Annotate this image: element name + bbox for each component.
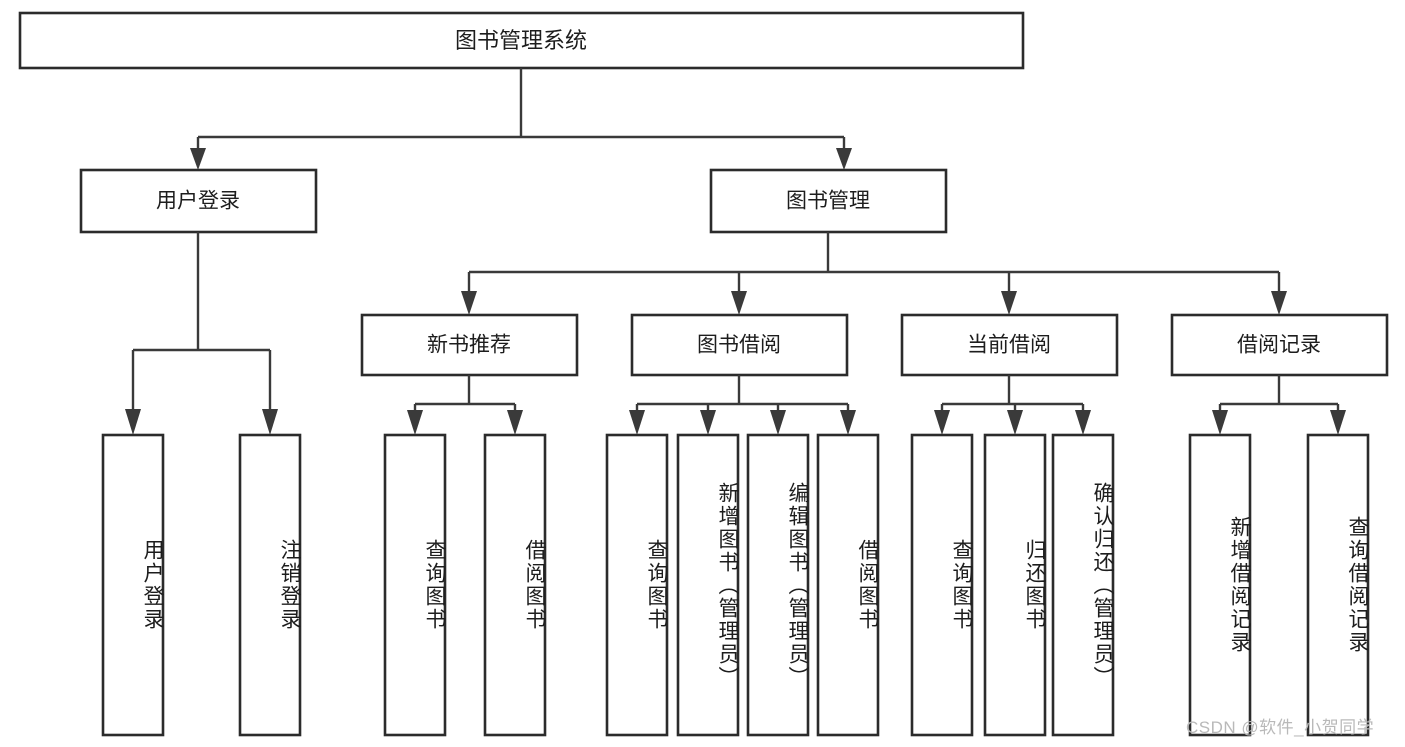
leaf-confirm-return-box[interactable] xyxy=(1051,433,1115,737)
leaf-add-record-box[interactable] xyxy=(1188,433,1252,737)
node-book-manage-label: 图书管理 xyxy=(786,190,870,213)
connector-book-manage-to-level3 xyxy=(461,232,1287,315)
leaf-node-group xyxy=(101,433,1370,737)
leaf-edit-book-box[interactable] xyxy=(746,433,810,737)
connector-new-book-rec-to-leaves xyxy=(407,375,523,435)
node-book-borrow[interactable]: 图书借阅 xyxy=(630,313,849,377)
arrow-head-icon xyxy=(1001,291,1017,315)
arrow-head-icon xyxy=(461,291,477,315)
node-user-login-box[interactable] xyxy=(79,168,318,234)
arrow-head-icon xyxy=(407,410,423,435)
arrow-head-icon xyxy=(1007,410,1023,435)
leaf-borrow-book-1-box[interactable] xyxy=(483,433,547,737)
arrow-head-icon xyxy=(190,148,206,170)
arrow-head-icon xyxy=(629,410,645,435)
leaf-query-book-2-box[interactable] xyxy=(605,433,669,737)
node-current-borrow-label: 当前借阅 xyxy=(967,334,1051,357)
node-current-borrow[interactable]: 当前借阅 xyxy=(900,313,1119,377)
arrow-head-icon xyxy=(262,409,278,435)
leaf-user-login-box[interactable] xyxy=(101,433,165,737)
node-book-manage[interactable]: 图书管理 xyxy=(709,168,948,234)
arrow-head-icon xyxy=(700,410,716,435)
arrow-head-icon xyxy=(1212,410,1228,435)
node-book-borrow-label: 图书借阅 xyxy=(697,334,781,357)
node-root-label: 图书管理系统 xyxy=(455,28,587,53)
leaf-query-record-box[interactable] xyxy=(1306,433,1370,737)
connector-root-to-level2 xyxy=(190,68,852,170)
node-user-login[interactable]: 用户登录 xyxy=(79,168,318,234)
leaf-return-book-box[interactable] xyxy=(983,433,1047,737)
leaf-query-book-1-box[interactable] xyxy=(383,433,447,737)
arrow-head-icon xyxy=(507,410,523,435)
connector-user-login-to-leaves xyxy=(125,232,278,435)
node-new-book-rec-label: 新书推荐 xyxy=(427,334,511,357)
node-user-login-label: 用户登录 xyxy=(156,190,240,213)
arrow-head-icon xyxy=(836,148,852,170)
leaf-add-book-box[interactable] xyxy=(676,433,740,737)
leaf-logout-box[interactable] xyxy=(238,433,302,737)
leaf-query-book-3-box[interactable] xyxy=(910,433,974,737)
watermark: CSDN @软件_小贺同学 xyxy=(1186,718,1375,737)
arrow-head-icon xyxy=(1330,410,1346,435)
node-new-book-rec[interactable]: 新书推荐 xyxy=(360,313,579,377)
connector-current-borrow-to-leaves xyxy=(934,375,1091,435)
node-borrow-record[interactable]: 借阅记录 xyxy=(1170,313,1389,377)
arrow-head-icon xyxy=(731,291,747,315)
arrow-head-icon xyxy=(840,410,856,435)
arrow-head-icon xyxy=(770,410,786,435)
arrow-head-icon xyxy=(1075,410,1091,435)
arrow-head-icon xyxy=(934,410,950,435)
leaf-borrow-book-2-box[interactable] xyxy=(816,433,880,737)
node-current-borrow-box[interactable] xyxy=(900,313,1119,377)
connector-borrow-record-to-leaves xyxy=(1212,375,1346,435)
arrow-head-icon xyxy=(1271,291,1287,315)
connector-book-borrow-to-leaves xyxy=(629,375,856,435)
node-root-box[interactable] xyxy=(18,11,1025,70)
arrow-head-icon xyxy=(125,409,141,435)
node-new-book-rec-box[interactable] xyxy=(360,313,579,377)
node-borrow-record-label: 借阅记录 xyxy=(1237,334,1321,357)
node-root[interactable]: 图书管理系统 xyxy=(18,11,1025,70)
